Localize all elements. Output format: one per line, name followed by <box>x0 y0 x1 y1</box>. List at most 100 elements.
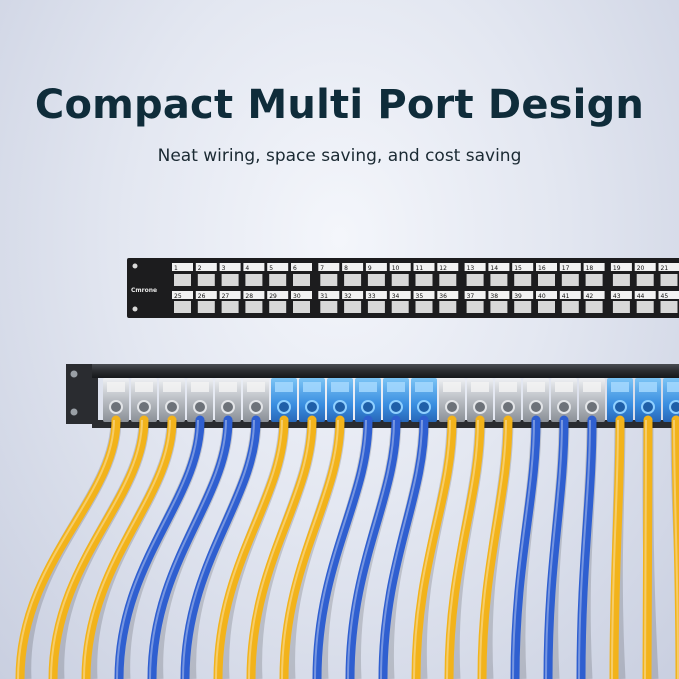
port-number: 18 <box>586 265 594 272</box>
port-label-strip <box>291 263 312 271</box>
port-number: 37 <box>467 293 475 300</box>
port-label-strip <box>634 263 656 271</box>
port-label-strip <box>267 263 289 271</box>
port-label-strip <box>488 263 510 271</box>
port-label-strip <box>342 291 364 299</box>
port-jack <box>466 301 484 313</box>
rear-port: 19 <box>610 263 632 286</box>
port-number: 21 <box>661 265 669 272</box>
port-number: 39 <box>514 293 522 300</box>
rear-port: 34 <box>389 291 411 313</box>
rear-port: 25 <box>172 291 193 313</box>
keystone-module-metal <box>439 378 465 422</box>
port-jack <box>636 274 654 286</box>
rear-port: 37 <box>464 291 486 313</box>
rear-port: 17 <box>559 263 581 286</box>
port-jack <box>293 274 310 286</box>
port-number: 31 <box>320 293 328 300</box>
port-number: 12 <box>439 265 447 272</box>
rear-port: 35 <box>413 291 435 313</box>
rear-port: 32 <box>342 291 364 313</box>
keystone-module-metal <box>495 378 521 422</box>
port-label-strip <box>559 263 581 271</box>
port-label-strip <box>464 263 486 271</box>
port-number: 4 <box>245 265 249 272</box>
keystone-module-blue <box>271 378 297 422</box>
port-jack <box>660 301 678 313</box>
port-jack <box>514 274 532 286</box>
port-jack <box>490 301 508 313</box>
keystone-module-metal <box>467 378 493 422</box>
yellow-cable <box>15 415 122 679</box>
port-jack <box>221 274 239 286</box>
rear-port: 3 <box>219 263 241 286</box>
port-label-strip <box>389 291 411 299</box>
port-jack <box>415 274 433 286</box>
port-label-strip <box>583 291 605 299</box>
yellow-cable <box>444 415 486 679</box>
port-jack <box>367 274 385 286</box>
port-jack <box>660 274 678 286</box>
port-number: 11 <box>416 265 424 272</box>
port-label-strip <box>365 291 387 299</box>
port-number: 27 <box>222 293 230 300</box>
port-label-strip <box>219 291 241 299</box>
port-jack <box>585 301 603 313</box>
rear-port: 33 <box>365 291 387 313</box>
port-label-strip <box>219 263 241 271</box>
port-jack <box>561 301 579 313</box>
port-number: 5 <box>269 265 273 272</box>
port-label-strip <box>195 291 217 299</box>
keystone-module-metal <box>187 378 213 422</box>
keystone-module-blue <box>327 378 353 422</box>
port-label-strip <box>536 263 557 271</box>
blue-cable <box>180 415 262 679</box>
rear-port: 1 <box>172 263 193 286</box>
port-number: 14 <box>490 265 498 272</box>
port-number: 6 <box>293 265 297 272</box>
port-number: 15 <box>514 265 522 272</box>
rear-port: 20 <box>634 263 656 286</box>
blue-cable <box>114 415 206 679</box>
port-number: 8 <box>344 265 348 272</box>
port-number: 13 <box>467 265 475 272</box>
port-jack <box>612 274 630 286</box>
port-label-strip <box>658 291 679 299</box>
port-number: 38 <box>490 293 498 300</box>
rear-port: 43 <box>610 291 632 313</box>
port-label-strip <box>634 291 656 299</box>
rear-port: 38 <box>488 291 510 313</box>
port-jack <box>585 274 603 286</box>
port-label-strip <box>413 263 435 271</box>
port-label-strip <box>342 263 364 271</box>
keystone-module-metal <box>579 378 605 422</box>
rear-panel-screw-top <box>132 263 138 269</box>
port-number: 1 <box>174 265 178 272</box>
port-jack <box>561 274 579 286</box>
port-label-strip <box>365 263 387 271</box>
port-label-strip <box>437 263 459 271</box>
rear-port: 12 <box>437 263 459 286</box>
keystone-modules <box>103 378 679 422</box>
port-number: 32 <box>344 293 352 300</box>
rear-port: 4 <box>243 263 265 286</box>
rear-port: 7 <box>318 263 340 286</box>
port-label-strip <box>318 291 340 299</box>
port-jack <box>269 274 287 286</box>
rear-port: 9 <box>365 263 387 286</box>
port-label-strip <box>488 291 510 299</box>
blue-cable <box>378 415 430 679</box>
blue-cable <box>510 415 542 679</box>
port-jack <box>439 301 457 313</box>
port-number: 10 <box>392 265 400 272</box>
port-number: 9 <box>368 265 372 272</box>
port-label-strip <box>610 291 632 299</box>
blue-cable <box>312 415 374 679</box>
port-number: 33 <box>368 293 376 300</box>
port-jack <box>245 301 263 313</box>
port-jack <box>293 301 310 313</box>
keystone-module-blue <box>299 378 325 422</box>
port-label-strip <box>318 263 340 271</box>
